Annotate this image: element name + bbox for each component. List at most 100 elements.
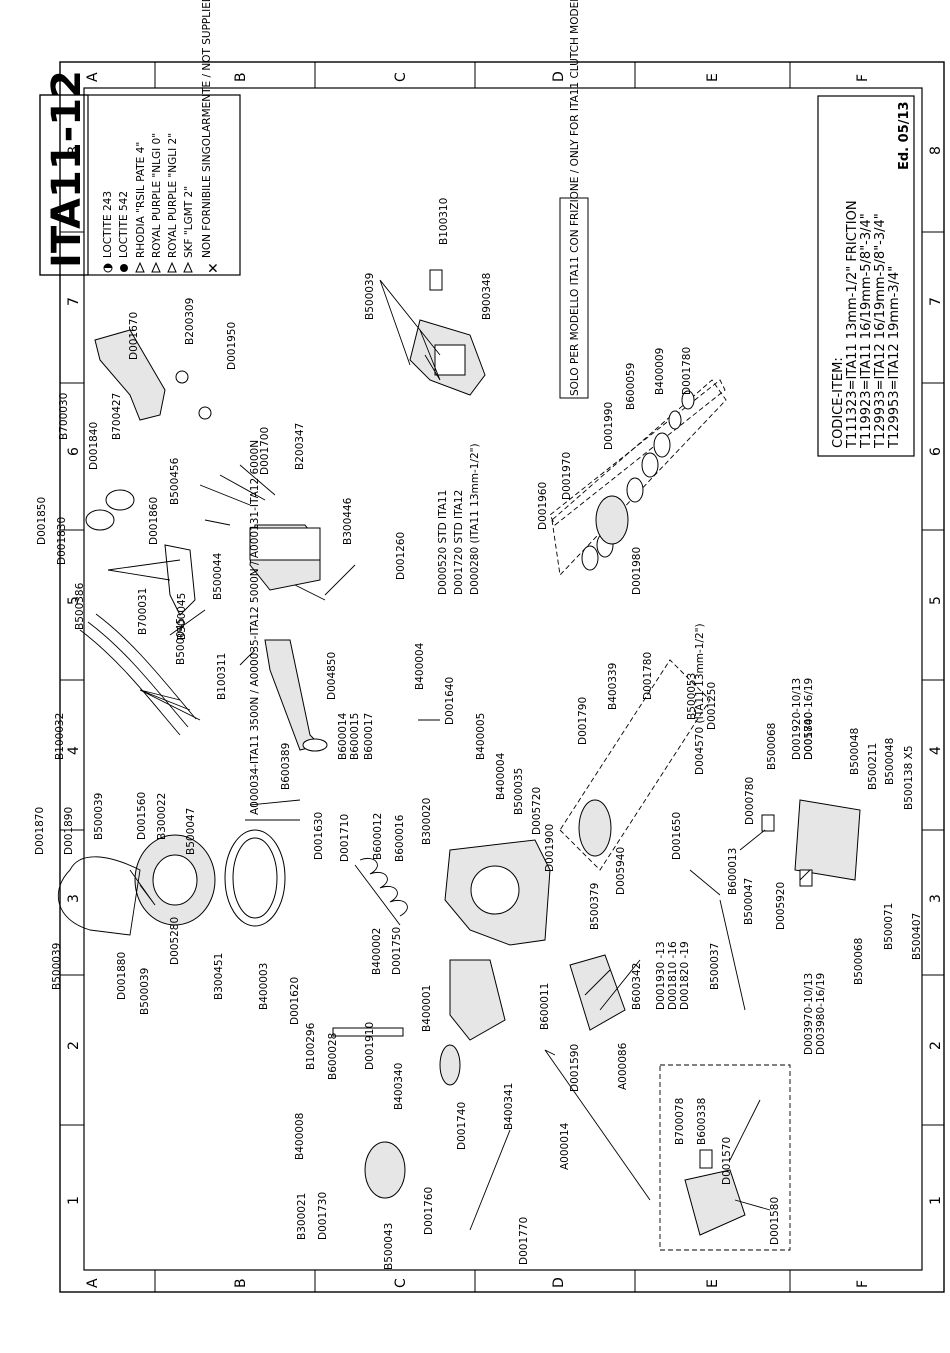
part-label-5: B100311 <box>216 653 228 700</box>
part-label-11: B600017 <box>363 713 375 760</box>
part-label-13: D001710 <box>339 814 351 862</box>
legend-item-2: LOCTITE 542 <box>118 191 130 258</box>
valve-body-drawing <box>249 527 321 561</box>
part-label-3: B700031 <box>137 588 149 635</box>
grease-4-icon <box>183 261 193 273</box>
d001820-note: D001820 -19 <box>679 941 691 1010</box>
part-label-54: B400340 <box>393 1063 405 1110</box>
zone-number-left-3: 3 <box>66 894 82 903</box>
part-label-40: B500048 <box>884 738 896 785</box>
zone-letter-top-a: A <box>85 72 101 82</box>
d001920-note: D001920-10/13 <box>791 678 803 760</box>
housing-drawing <box>449 959 506 1041</box>
hook-drawing <box>57 856 141 936</box>
disc-6 <box>668 410 682 430</box>
d000780-drawing <box>761 814 775 832</box>
part-label-87: D001980 <box>631 547 643 595</box>
inner-frame <box>83 87 923 1271</box>
codice-row-3: T129933=ITA12 16/19mm-5/8"-3/4" <box>873 213 888 449</box>
part-label-81: D001960 <box>537 482 549 530</box>
part-label-34: D001650 <box>671 812 683 860</box>
part-label-53: D001740 <box>456 1102 468 1150</box>
part-label-101: B500045 <box>176 593 188 640</box>
part-label-14: B600012 <box>372 813 384 860</box>
fitting2-drawing <box>198 406 212 420</box>
gear-drawing <box>578 799 612 857</box>
part-label-103: B700427 <box>111 393 123 440</box>
part-label-8: D004850 <box>326 652 338 700</box>
b300021-drawing <box>364 1141 406 1199</box>
sub-kit-dashed-box <box>659 1064 791 1251</box>
zone-letter-top-e: E <box>705 73 721 82</box>
part-label-19: B400001 <box>421 985 433 1032</box>
edition-label: Ed. 05/13 <box>897 101 912 170</box>
d001840-drawing <box>105 489 135 511</box>
filled-circle-icon <box>120 264 128 272</box>
disc-3 <box>626 477 644 503</box>
part-label-52: B400341 <box>503 1083 515 1130</box>
part-label-48: B600342 <box>631 963 643 1010</box>
part-label-16: B300020 <box>421 798 433 845</box>
zone-letter-bottom-f: F <box>855 1280 871 1288</box>
part-label-45: B500407 <box>911 913 923 960</box>
disc-7 <box>681 390 695 410</box>
kit-pin <box>699 1149 713 1169</box>
disc-4 <box>641 452 659 478</box>
d001720-note: D001720 STD ITA12 <box>453 490 465 595</box>
codice-table: CODICE-ITEM: T111323=ITA11 13mm-1/2" FRI… <box>831 200 902 449</box>
drive-dashed-region <box>559 659 711 871</box>
part-label-31: B400339 <box>607 663 619 710</box>
part-label-61: D005280 <box>169 917 181 965</box>
part-label-23: D001900 <box>544 824 556 872</box>
part-label-22: D005940 <box>615 847 627 895</box>
part-label-90: B900348 <box>481 273 493 320</box>
b400341-drawing <box>439 1044 461 1086</box>
spring-cylinder-drawing <box>264 639 321 751</box>
part-label-4: B500045 <box>175 618 187 665</box>
part-label-76: D001770 <box>518 1217 530 1265</box>
part-label-10: B600015 <box>349 713 361 760</box>
d001770-drawing <box>469 1129 511 1231</box>
zone-number-left-2: 2 <box>66 1041 82 1050</box>
part-label-37: D005740 <box>803 712 815 760</box>
part-label-89: B100310 <box>438 198 450 245</box>
codice-header: CODICE-ITEM: <box>831 357 846 448</box>
zone-letter-bottom-a: A <box>85 1278 101 1288</box>
part-label-69: B300022 <box>156 793 168 840</box>
part-label-71: B400008 <box>294 1113 306 1160</box>
zone-letter-bottom-e: E <box>705 1279 721 1288</box>
part-label-96: D001860 <box>148 497 160 545</box>
part-label-68: D001560 <box>136 792 148 840</box>
part-label-35: D000780 <box>744 777 756 825</box>
part-label-84: B600059 <box>625 363 637 410</box>
part-label-28: D001640 <box>444 677 456 725</box>
parts-artwork <box>57 269 861 1236</box>
main-body-bore <box>470 865 520 915</box>
legend-item-3: RHODIA "RSIL PATE 4" <box>135 142 147 258</box>
motor-top <box>434 344 466 376</box>
part-label-30: D001790 <box>577 697 589 745</box>
zone-number-right-5: 5 <box>928 596 944 605</box>
part-label-85: B400009 <box>654 348 666 395</box>
codice-row-2: T119923=ITA11 16/19mm-5/8"-3/4" <box>859 213 874 449</box>
part-label-33: B500053 <box>686 673 698 720</box>
part-label-58: D001620 <box>289 977 301 1025</box>
zone-number-right-4: 4 <box>928 746 944 755</box>
zone-number-left-1: 1 <box>66 1196 82 1205</box>
zone-number-right-8: 8 <box>928 146 944 155</box>
part-label-67: B500039 <box>93 793 105 840</box>
d003970-note: D003970-10/13 <box>803 973 815 1055</box>
part-label-91: B300446 <box>342 497 354 545</box>
clutch-dashed-region <box>549 379 726 526</box>
part-label-74: B500043 <box>383 1223 395 1270</box>
pressure-note: A000034-ITA11 3500N / A000035-ITA12 5000… <box>249 440 261 815</box>
zone-ticks <box>60 62 944 1292</box>
part-label-24: D005720 <box>531 787 543 835</box>
part-label-47: B500037 <box>709 943 721 990</box>
leader-lines <box>107 279 811 1211</box>
part-label-63: D001880 <box>116 952 128 1000</box>
handle-drawing <box>94 329 166 421</box>
part-label-9: B600014 <box>337 712 349 760</box>
zone-number-left-4: 4 <box>66 746 82 755</box>
cover-inner <box>152 854 198 906</box>
